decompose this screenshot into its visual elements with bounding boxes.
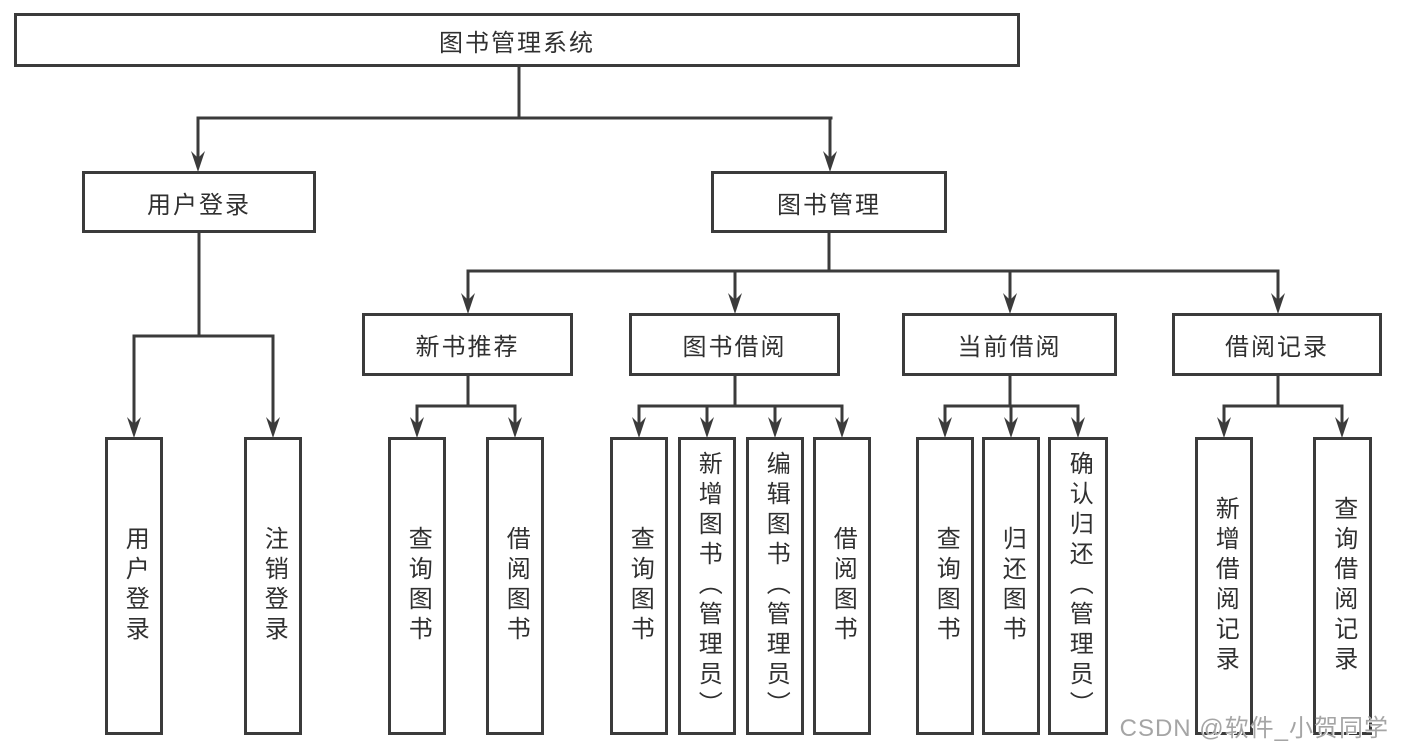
arrowhead-icon xyxy=(768,417,782,438)
arrowhead-icon xyxy=(1003,293,1017,314)
leaf-recommend-query-book: 查询图书 xyxy=(388,437,446,735)
node-book-management-label: 图书管理 xyxy=(777,191,881,219)
leaf-recommend-borrow-book: 借阅图书 xyxy=(486,437,544,735)
arrowhead-icon xyxy=(191,151,205,172)
arrowhead-icon xyxy=(1335,417,1349,438)
arrowhead-icon xyxy=(508,417,522,438)
arrowhead-icon xyxy=(1004,417,1018,438)
leaf-add-borrow-record-label: 新增借阅记录 xyxy=(1211,496,1239,676)
leaf-query-borrow-record: 查询借阅记录 xyxy=(1313,437,1372,735)
arrowhead-icon xyxy=(410,417,424,438)
leaf-return-book: 归还图书 xyxy=(982,437,1040,735)
node-new-book-recommend: 新书推荐 xyxy=(362,313,573,376)
watermark-text: CSDN @软件_小贺同学 xyxy=(1119,715,1389,742)
node-user-login-label: 用户登录 xyxy=(147,191,251,219)
node-current-borrow: 当前借阅 xyxy=(902,313,1117,376)
node-root: 图书管理系统 xyxy=(14,13,1020,67)
leaf-add-book-admin: 新增图书（管理员） xyxy=(678,437,736,735)
leaf-borrow-borrow-book-label: 借阅图书 xyxy=(829,526,857,646)
node-book-management: 图书管理 xyxy=(711,171,947,233)
arrowhead-icon xyxy=(266,417,280,438)
arrowhead-icon xyxy=(461,293,475,314)
node-borrow-records-label: 借阅记录 xyxy=(1225,334,1329,361)
arrowhead-icon xyxy=(938,417,952,438)
leaf-recommend-borrow-book-label: 借阅图书 xyxy=(502,526,530,646)
arrowhead-icon xyxy=(1071,417,1085,438)
node-root-label: 图书管理系统 xyxy=(439,29,595,57)
leaf-return-book-label: 归还图书 xyxy=(998,526,1026,646)
leaf-edit-book-admin-label: 编辑图书（管理员） xyxy=(762,451,790,721)
leaf-user-login: 用户登录 xyxy=(105,437,163,735)
leaf-logout: 注销登录 xyxy=(244,437,302,735)
arrowhead-icon xyxy=(728,293,742,314)
node-current-borrow-label: 当前借阅 xyxy=(957,334,1062,361)
node-book-borrow-label: 图书借阅 xyxy=(682,334,787,361)
arrowhead-icon xyxy=(127,417,141,438)
leaf-query-borrow-record-label: 查询借阅记录 xyxy=(1329,496,1357,676)
leaf-recommend-query-book-label: 查询图书 xyxy=(404,526,432,646)
arrowhead-icon xyxy=(1271,293,1285,314)
leaf-current-query-book-label: 查询图书 xyxy=(932,526,960,646)
arrowhead-icon xyxy=(835,417,849,438)
arrowhead-icon xyxy=(823,151,837,172)
leaf-confirm-return-admin: 确认归还（管理员） xyxy=(1048,437,1108,735)
leaf-borrow-query-book: 查询图书 xyxy=(610,437,668,735)
node-new-book-recommend-label: 新书推荐 xyxy=(415,334,520,361)
node-book-borrow: 图书借阅 xyxy=(629,313,840,376)
leaf-add-book-admin-label: 新增图书（管理员） xyxy=(694,451,722,721)
leaf-confirm-return-admin-label: 确认归还（管理员） xyxy=(1065,451,1093,721)
node-user-login: 用户登录 xyxy=(82,171,316,233)
arrowhead-icon xyxy=(632,417,646,438)
leaf-add-borrow-record: 新增借阅记录 xyxy=(1195,437,1253,735)
leaf-borrow-borrow-book: 借阅图书 xyxy=(813,437,871,735)
leaf-logout-label: 注销登录 xyxy=(260,526,288,646)
leaf-borrow-query-book-label: 查询图书 xyxy=(626,526,654,646)
node-borrow-records: 借阅记录 xyxy=(1172,313,1382,376)
leaf-user-login-label: 用户登录 xyxy=(121,526,149,646)
leaf-edit-book-admin: 编辑图书（管理员） xyxy=(746,437,804,735)
arrowhead-icon xyxy=(700,417,714,438)
leaf-current-query-book: 查询图书 xyxy=(916,437,974,735)
arrowhead-icon xyxy=(1217,417,1231,438)
